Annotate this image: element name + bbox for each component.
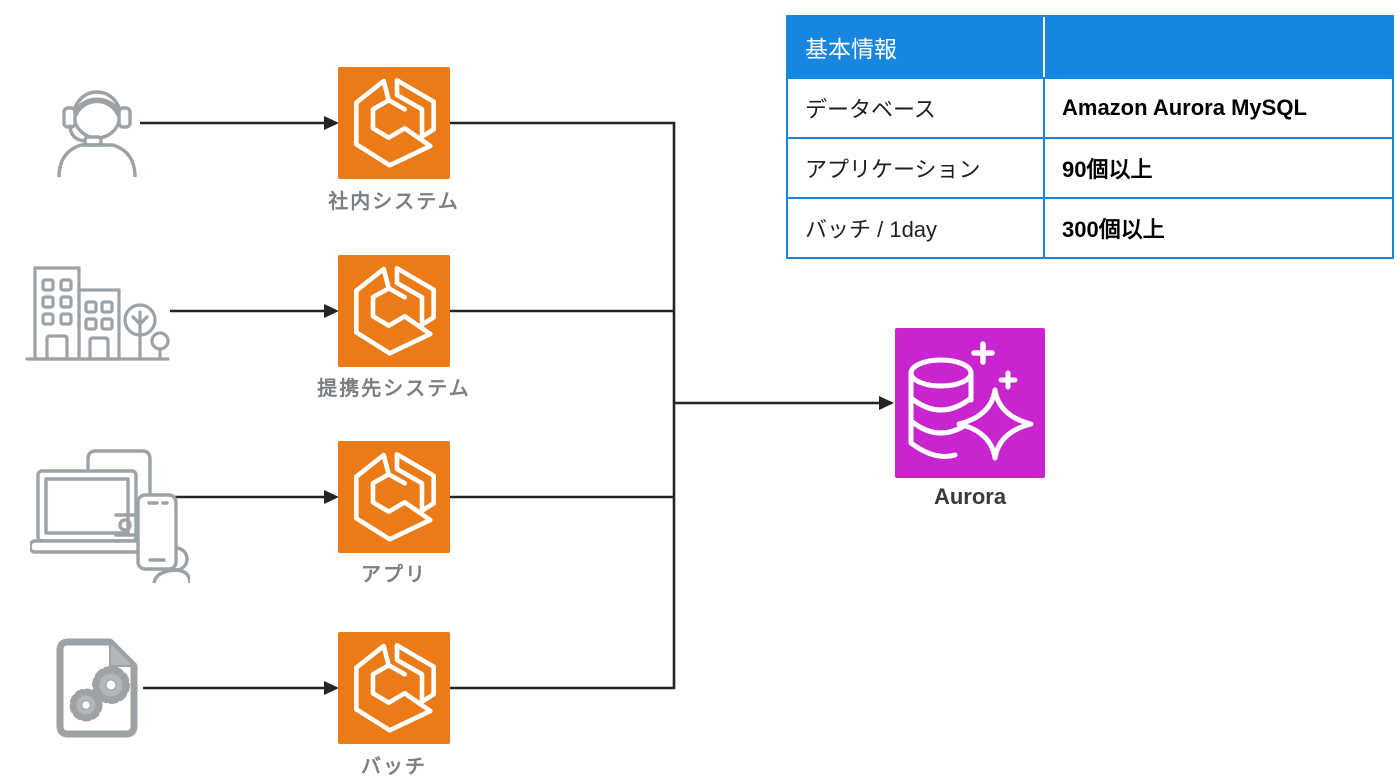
row-value: 300個以上: [1043, 199, 1392, 257]
table-row: バッチ / 1day 300個以上: [788, 197, 1392, 257]
service-label-internal-system: 社内システム: [328, 191, 460, 213]
row-value: 90個以上: [1043, 139, 1392, 197]
user-devices-icon: [30, 449, 190, 583]
table-row: データベース Amazon Aurora MySQL: [788, 77, 1392, 137]
container-service-icon: [354, 78, 436, 168]
service-label-app: アプリ: [361, 564, 427, 586]
aurora-database-icon: [908, 341, 1034, 461]
basic-info-table: 基本情報 データベース Amazon Aurora MySQL アプリケーション…: [786, 15, 1394, 259]
row-label: データベース: [805, 97, 936, 122]
aurora-node: [895, 328, 1045, 478]
row-label: アプリケーション: [805, 157, 981, 182]
table-header-title: 基本情報: [805, 36, 897, 62]
headset-agent-icon: [57, 90, 137, 177]
service-node-internal-system: [338, 67, 450, 179]
service-label-batch: バッチ: [361, 756, 427, 778]
row-label: バッチ / 1day: [805, 217, 938, 242]
service-node-app: [338, 441, 450, 553]
aurora-label: Aurora: [933, 484, 1007, 509]
office-buildings-icon: [25, 266, 170, 361]
batch-document-icon: [56, 638, 138, 738]
service-node-batch: [338, 632, 450, 744]
service-node-partner-system: [338, 255, 450, 367]
table-row: アプリケーション 90個以上: [788, 137, 1392, 197]
container-service-icon: [354, 266, 436, 356]
arrowheads: [324, 116, 894, 695]
table-header-empty-cell: [1043, 17, 1392, 77]
service-label-partner-system: 提携先システム: [317, 378, 471, 400]
container-service-icon: [354, 452, 436, 542]
container-service-icon: [354, 643, 436, 733]
table-header-row: 基本情報: [788, 17, 1392, 77]
row-value: Amazon Aurora MySQL: [1043, 79, 1392, 137]
